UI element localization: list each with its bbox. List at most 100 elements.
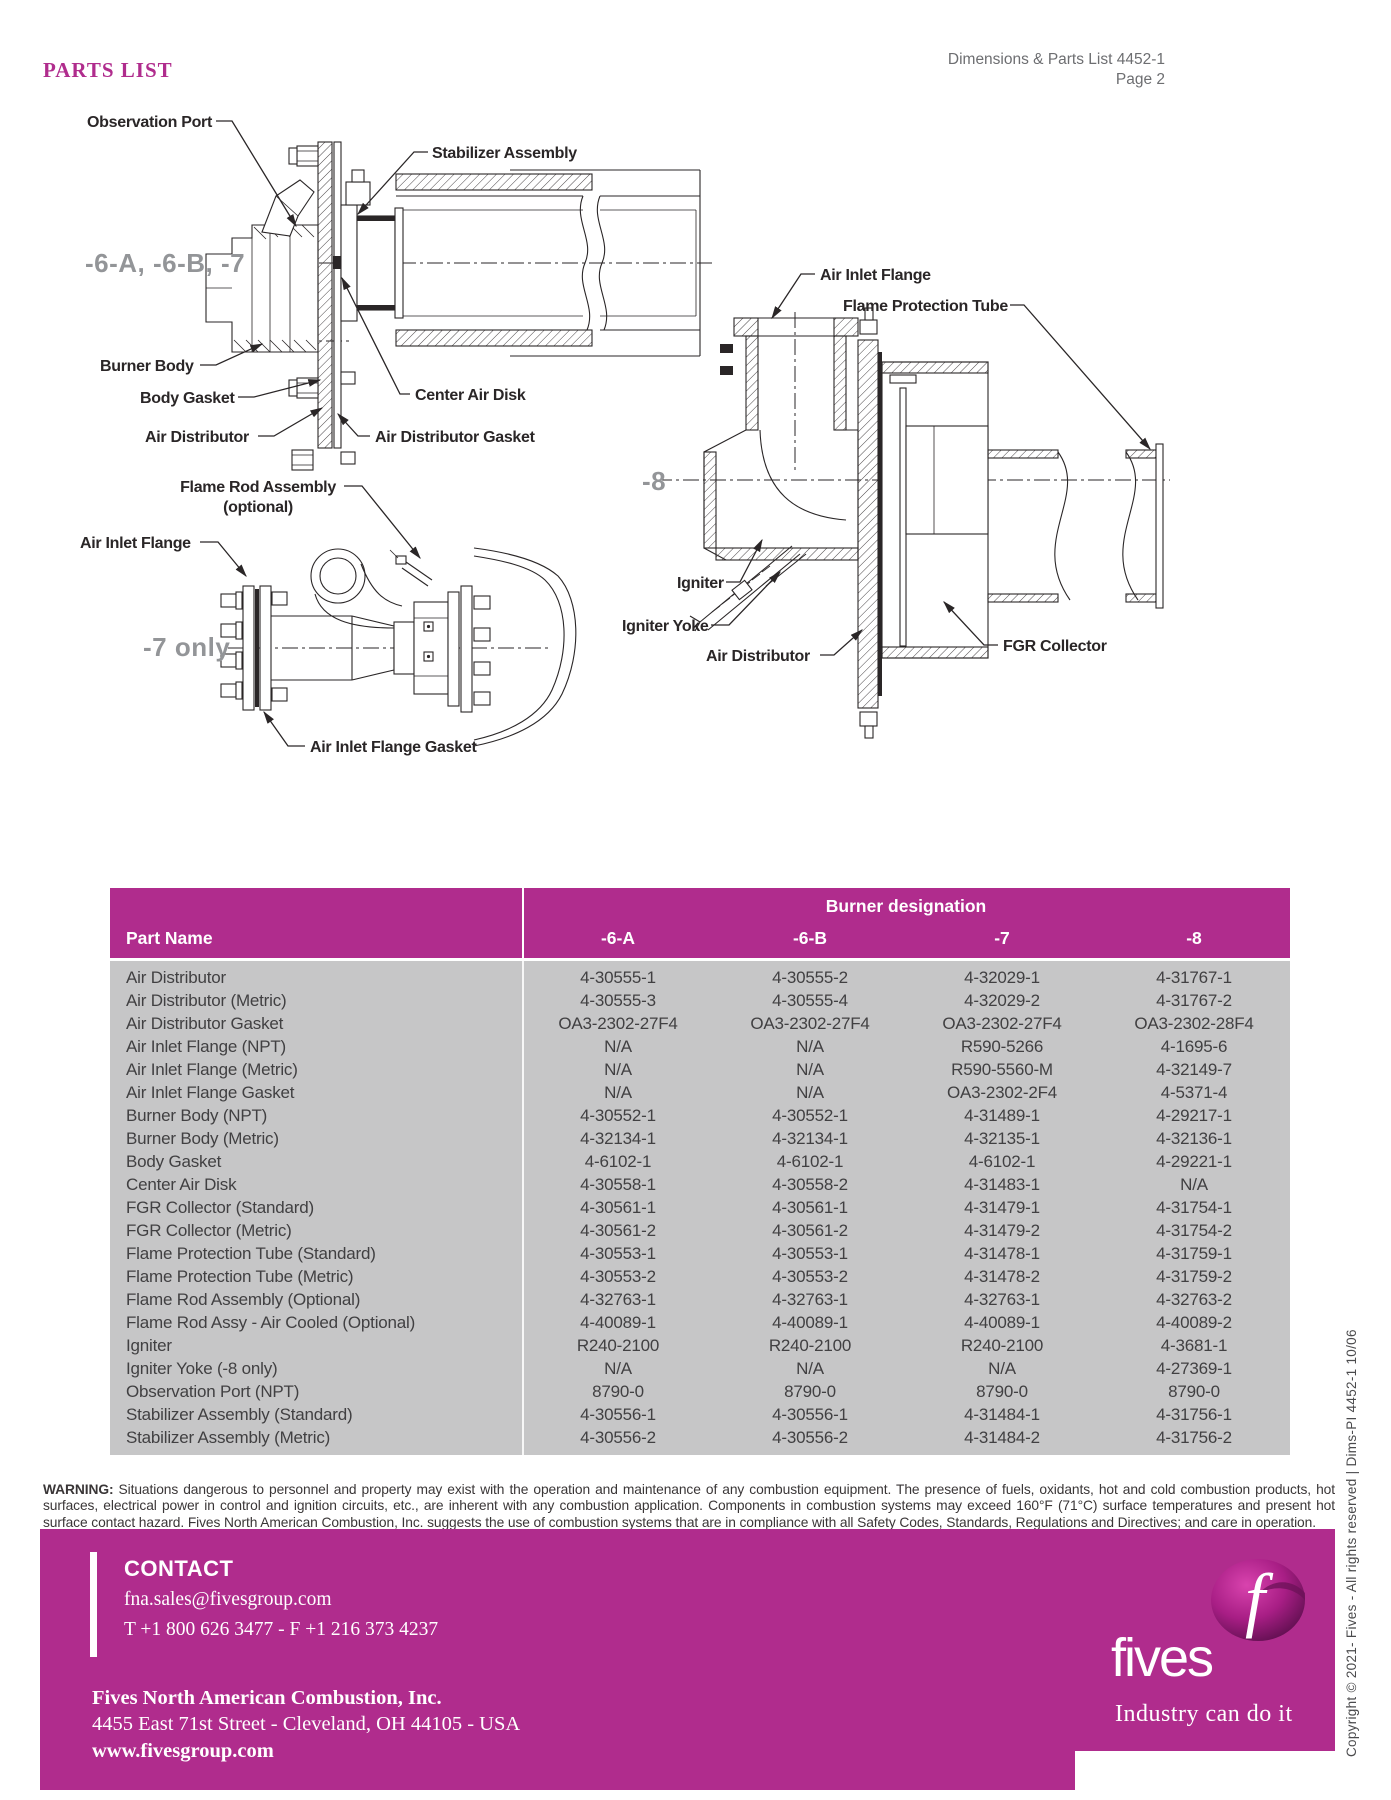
part-number-cell: R590-5266 [960, 1037, 1044, 1056]
part-number-cell: 4-30555-1 [580, 968, 656, 987]
part-number-cell: 4-30556-1 [772, 1405, 848, 1424]
part-number-cell: 4-30555-4 [772, 991, 848, 1010]
label-air-distributor-8: Air Distributor [706, 648, 810, 665]
parts-table-body: Air Distributor 4-30555-1 4-30555-2 4-32029… [110, 961, 1290, 1455]
part-number-cell: N/A [796, 1037, 824, 1056]
part-number-cell: 4-31767-2 [1156, 991, 1232, 1010]
fives-logo-box: f fives Industry can do it [1075, 1529, 1335, 1751]
part-number-cell: 4-31479-1 [964, 1198, 1040, 1217]
part-number-cell: N/A [604, 1037, 632, 1056]
part-number-cell: 4-3681-1 [1160, 1336, 1228, 1355]
part-number-cell: R240-2100 [768, 1336, 852, 1355]
part-number-cell: N/A [604, 1083, 632, 1102]
fives-logo-icon: f [1211, 1559, 1305, 1641]
part-name-cell: Air Inlet Flange (Metric) [126, 1060, 298, 1079]
document-reference: Dimensions & Parts List 4452-1 Page 2 [948, 50, 1165, 90]
part-number-cell: OA3-2302-27F4 [750, 1014, 870, 1033]
label-observation-port: Observation Port [87, 114, 213, 131]
label-air-distributor-gasket: Air Distributor Gasket [375, 429, 536, 446]
part-number-cell: 4-30561-2 [772, 1221, 848, 1240]
table-col-header: -6-A [600, 928, 636, 948]
part-number-cell: 4-29221-1 [1156, 1152, 1232, 1171]
part-number-cell: 4-30553-2 [772, 1267, 848, 1286]
part-number-cell: N/A [604, 1060, 632, 1079]
contact-divider-bar [90, 1552, 97, 1657]
part-number-cell: 4-31767-1 [1156, 968, 1232, 987]
part-number-cell: 4-30561-2 [580, 1221, 656, 1240]
table-row: Air Distributor 4-30555-1 4-30555-2 4-32029… [110, 966, 1290, 989]
company-name: Fives North American Combustion, Inc. [92, 1687, 442, 1709]
label-air-distributor: Air Distributor [145, 429, 249, 446]
part-name-col-header: Part Name [126, 928, 213, 948]
label-igniter-yoke: Igniter Yoke [622, 618, 709, 635]
table-col-header: -6-B [792, 928, 828, 948]
part-number-cell: 4-31479-2 [964, 1221, 1040, 1240]
diagram-6a-6b-7: Observation Port Stabilizer Assembly -6-… [85, 114, 712, 471]
part-number-cell: OA3-2302-27F4 [558, 1014, 678, 1033]
part-number-cell: 4-40089-2 [1156, 1313, 1232, 1332]
part-number-cell: 4-30555-2 [772, 968, 848, 987]
label-igniter: Igniter [677, 575, 724, 592]
doc-ref-line: Dimensions & Parts List 4452-1 [947, 51, 1165, 68]
part-name-cell: Stabilizer Assembly (Standard) [126, 1405, 353, 1424]
part-number-cell: 4-40089-1 [772, 1313, 848, 1332]
label-air-inlet-flange-gasket: Air Inlet Flange Gasket [310, 739, 477, 756]
company-website: www.fivesgroup.com [92, 1740, 274, 1762]
part-name-cell: Burner Body (NPT) [126, 1106, 268, 1125]
part-number-cell: 4-30556-1 [580, 1405, 656, 1424]
part-number-cell: 4-40089-1 [964, 1313, 1040, 1332]
part-number-cell: OA3-2302-2F4 [946, 1083, 1058, 1102]
part-number-cell: 4-32149-7 [1156, 1060, 1232, 1079]
label-burner-body: Burner Body [100, 358, 194, 375]
contact-heading: CONTACT [124, 1556, 234, 1581]
warning-paragraph: WARNING: Situations dangerous to personn… [43, 1482, 1335, 1531]
body-divider [522, 961, 524, 1455]
part-number-cell: 4-32029-1 [964, 968, 1040, 987]
company-address: 4455 East 71st Street - Cleveland, OH 44… [92, 1713, 521, 1735]
part-number-cell: R240-2100 [576, 1336, 660, 1355]
part-number-cell: OA3-2302-28F4 [1134, 1014, 1254, 1033]
part-number-cell: 4-40089-1 [580, 1313, 656, 1332]
part-name-cell: Air Inlet Flange (NPT) [126, 1037, 286, 1056]
part-number-cell: 4-31759-2 [1156, 1267, 1232, 1286]
part-number-cell: 4-31478-2 [964, 1267, 1040, 1286]
part-number-cell: 4-30558-2 [772, 1175, 848, 1194]
part-number-cell: 4-6102-1 [968, 1152, 1036, 1171]
designation-7-only: -7 only [143, 632, 230, 662]
part-name-cell: Flame Protection Tube (Standard) [126, 1244, 376, 1263]
table-row: Stabilizer Assembly (Standard) 4-30556-1 4… [110, 1403, 1290, 1426]
part-name-cell: Body Gasket [126, 1152, 222, 1171]
part-number-cell: 4-32763-1 [580, 1290, 656, 1309]
technical-diagrams: Observation Port Stabilizer Assembly -6-… [80, 114, 1170, 756]
part-number-cell: 4-31754-2 [1156, 1221, 1232, 1240]
part-number-cell: 4-31756-1 [1156, 1405, 1232, 1424]
part-number-cell: 4-30558-1 [580, 1175, 656, 1194]
part-number-cell: N/A [988, 1359, 1016, 1378]
part-number-cell: N/A [604, 1359, 632, 1378]
part-name-cell: Burner Body (Metric) [126, 1129, 279, 1148]
header-divider [522, 888, 524, 958]
part-number-cell: N/A [796, 1083, 824, 1102]
part-number-cell: 4-30556-2 [772, 1428, 848, 1447]
parts-table: Burner designation Part Name -6-A-6-B-7-… [110, 888, 1290, 1455]
label-flame-protection-tube: Flame Protection Tube [843, 298, 1008, 315]
part-number-cell: 4-30556-2 [580, 1428, 656, 1447]
part-number-cell: N/A [1180, 1175, 1208, 1194]
label-body-gasket: Body Gasket [140, 390, 235, 407]
part-name-cell: Air Distributor [126, 968, 226, 987]
label-stabilizer-assembly: Stabilizer Assembly [432, 145, 577, 162]
part-number-cell: 4-32136-1 [1156, 1129, 1232, 1148]
diagram-7-only: Flame Rod Assembly (optional) Air Inlet … [80, 479, 577, 756]
fives-wordmark: fives [1111, 1628, 1214, 1688]
contact-phone-fax: T +1 800 626 3477 - F +1 216 373 4237 [124, 1619, 439, 1640]
